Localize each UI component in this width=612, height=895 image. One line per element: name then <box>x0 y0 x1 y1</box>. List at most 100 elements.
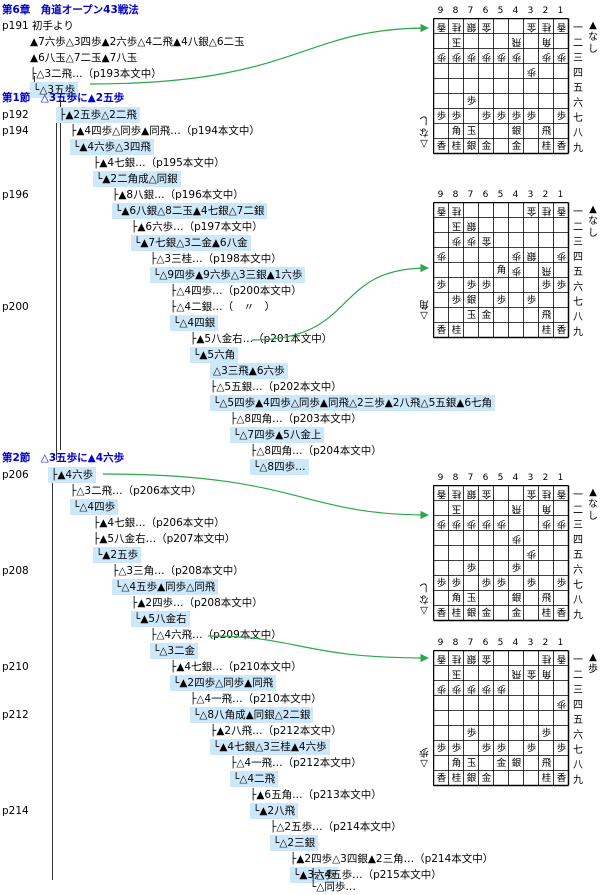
page-ref: p200 <box>2 301 29 313</box>
column-label: 5 <box>497 6 504 16</box>
sente-piece: 玉 <box>466 593 477 604</box>
board-grid <box>433 650 570 787</box>
move-line: △3三飛▲6六歩 <box>210 363 288 379</box>
sente-piece: 歩 <box>436 578 447 589</box>
column-label: 8 <box>452 190 459 200</box>
row-label: 一 <box>573 490 583 501</box>
move-line: ├△2五歩…（p214本文中） <box>270 821 402 833</box>
sente-hand: ▲なし <box>588 20 598 55</box>
column-label: 1 <box>557 638 564 648</box>
sente-piece: 玉 <box>466 310 477 321</box>
sente-piece: 金 <box>496 758 507 769</box>
sente-piece: 歩 <box>556 743 567 754</box>
column-label: 7 <box>467 190 474 200</box>
row-label: 二 <box>573 38 583 49</box>
sente-piece: 銀 <box>466 773 477 784</box>
move-line: ├△4四歩…（p200本文中） <box>170 285 302 297</box>
sente-piece: 香 <box>436 141 447 152</box>
move-line: └△8八角成▲同銀△2二銀 <box>190 707 314 723</box>
sente-piece: 桂 <box>541 141 552 152</box>
column-label: 3 <box>527 190 534 200</box>
sente-hand: ▲なし <box>588 487 598 522</box>
move-line: └▲5八金右 <box>131 611 190 627</box>
column-label: 9 <box>437 6 444 16</box>
move-line: └△4二飛 <box>230 771 279 787</box>
move-line: └△5四歩▲4四歩△同歩▲同飛△2三歩▲2八飛△5五銀▲6七角 <box>210 395 496 411</box>
move-line: └▲4六歩△3四飛 <box>70 139 154 155</box>
sente-piece: 歩 <box>556 111 567 122</box>
column-label: 8 <box>452 638 459 648</box>
sente-piece: 飛 <box>541 593 552 604</box>
sente-piece: 角 <box>451 126 462 137</box>
sente-piece: 香 <box>556 773 567 784</box>
arrow-1 <box>89 23 429 85</box>
column-label: 2 <box>542 473 549 483</box>
move-line: └▲2四歩△同歩▲同飛 <box>170 675 277 691</box>
sente-piece: 歩 <box>541 280 552 291</box>
sente-piece: 桂 <box>451 608 462 619</box>
column-label: 9 <box>437 190 444 200</box>
move-line: └△4四歩 <box>70 499 119 515</box>
move-line: └△7四歩▲5八金上 <box>230 427 325 443</box>
tree-connector <box>60 100 61 450</box>
sente-hand: ▲歩 <box>588 652 598 675</box>
board-grid <box>433 485 570 622</box>
sente-piece: 飛 <box>541 126 552 137</box>
sente-piece: 角 <box>451 593 462 604</box>
sente-piece: 銀 <box>466 608 477 619</box>
row-label: 七 <box>573 580 583 591</box>
sente-piece: 玉 <box>466 126 477 137</box>
sente-piece: 銀 <box>511 126 522 137</box>
move-line: ├▲5八金右…（p207本文中） <box>93 533 236 545</box>
row-label: 七 <box>573 113 583 124</box>
sente-piece: 歩 <box>481 578 492 589</box>
row-label: 五 <box>573 83 583 94</box>
sente-piece: 歩 <box>451 295 462 306</box>
move-line: ├△3三桂…（p198本文中） <box>150 253 282 265</box>
sente-piece: 飛 <box>541 310 552 321</box>
sente-piece: 歩 <box>511 111 522 122</box>
arrow-2 <box>251 263 429 341</box>
column-label: 4 <box>512 190 519 200</box>
move-line: └▲4七銀△3三桂▲4六歩 <box>210 739 330 755</box>
move-line: └▲2八飛 <box>250 803 299 819</box>
sente-piece: 歩 <box>466 563 477 574</box>
row-label: 一 <box>573 23 583 34</box>
sente-piece: 歩 <box>526 578 537 589</box>
sente-piece: 香 <box>436 773 447 784</box>
sente-piece: 歩 <box>436 743 447 754</box>
sente-piece: 歩 <box>556 578 567 589</box>
move-line: ▲6八玉△7二玉▲7八玉 <box>30 52 138 64</box>
row-label: 四 <box>573 535 583 546</box>
move-line: ├▲6五角…（p213本文中） <box>250 789 382 801</box>
column-label: 3 <box>527 473 534 483</box>
sente-piece: 桂 <box>451 325 462 336</box>
row-label: 七 <box>573 297 583 308</box>
row-label: 六 <box>573 98 583 109</box>
sente-piece: 歩 <box>541 728 552 739</box>
column-label: 3 <box>527 6 534 16</box>
move-line: ├▲2四歩△3四銀▲2三角…（p214本文中） <box>290 853 494 865</box>
page-ref: p206 <box>2 469 29 481</box>
column-label: 8 <box>452 473 459 483</box>
board-grid <box>433 18 570 155</box>
sente-piece: 金 <box>481 608 492 619</box>
column-label: 1 <box>557 6 564 16</box>
column-label: 4 <box>512 6 519 16</box>
sente-piece: 金 <box>511 608 522 619</box>
move-line: └▲3六歩 <box>290 867 339 883</box>
sente-piece: 桂 <box>541 325 552 336</box>
move-line: ▲7六歩△3四歩▲2六歩△4二飛▲4八銀△6二玉 <box>30 36 245 48</box>
row-label: 六 <box>573 730 583 741</box>
move-line: ├▲4六歩 <box>48 467 97 483</box>
row-label: 二 <box>573 670 583 681</box>
move-line: ├△4一飛…（p212本文中） <box>230 757 362 769</box>
column-label: 8 <box>452 6 459 16</box>
move-line: ├▲2五歩△2二飛 <box>56 107 140 123</box>
row-label: 七 <box>573 745 583 756</box>
board-grid <box>433 202 570 339</box>
move-line: └△3五歩 <box>30 82 79 98</box>
move-line: ├△4二銀…（ 〃 ） <box>170 301 276 313</box>
move-line: └▲2二角成△同銀 <box>93 171 181 187</box>
sente-piece: 銀 <box>466 295 477 306</box>
